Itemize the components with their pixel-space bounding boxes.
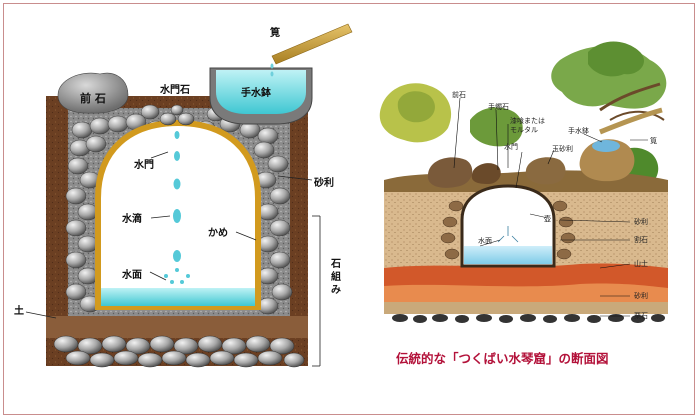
leader-lines-right: [453, 97, 648, 317]
label-tsuchi: 土: [14, 306, 24, 317]
label-suimonseki: 水門石: [160, 85, 190, 96]
label-suiteki: 水滴: [122, 214, 142, 225]
label-chozubachi-right: 手水鉢: [568, 127, 589, 135]
diagram-caption: 伝統的な「つくばい水琴窟」の断面図: [396, 351, 609, 366]
top-stones: [427, 139, 635, 188]
label-chozubachi-left: 手水鉢: [241, 88, 271, 99]
label-jari-right: 砂利: [634, 218, 648, 226]
label-maeishi-left: 前 石: [80, 92, 106, 105]
label-tsubo: 壺: [544, 215, 551, 223]
earth-layer: [46, 316, 308, 338]
label-kakei-right: 筧: [650, 137, 657, 145]
leader-lines-left: [25, 151, 321, 367]
label-suimen-left: 水面: [122, 270, 142, 281]
split-stones: [440, 200, 576, 260]
label-suimon-right: 水門: [504, 143, 518, 151]
foundation-rocks: [392, 314, 665, 323]
basin-water: [216, 70, 306, 114]
label-suimon-left: 水門: [134, 160, 154, 171]
front-stone: [57, 72, 129, 114]
water-drops: [164, 131, 190, 284]
label-jari2: 砂利: [634, 292, 648, 300]
image-frame: [3, 3, 695, 415]
label-maeishi-right: 前石: [452, 91, 466, 99]
label-tamajari: 玉砂利: [552, 145, 573, 153]
label-kame: かめ: [208, 228, 228, 239]
label-kuriishi: 栗石: [634, 312, 648, 320]
foundation-stones: [53, 335, 305, 368]
clay-layer: [384, 263, 668, 288]
label-mortar: モルタル: [510, 126, 538, 134]
water-surface: [101, 288, 255, 306]
label-wariishi: 割石: [634, 236, 648, 244]
label-jari-left: 砂利: [314, 178, 334, 189]
gravel-layer-bottom: [384, 302, 668, 314]
label-shikkui: 漆喰または: [510, 117, 545, 125]
bamboo-pipe-right: [599, 107, 663, 135]
tree-foliage: [379, 41, 667, 189]
bamboo-pipe: [271, 23, 353, 65]
label-kakei-left: 筧: [270, 28, 280, 39]
suimonseki-stones: [159, 104, 195, 126]
label-suimen-right: 水面: [478, 237, 492, 245]
label-ishigumi: 石組み: [331, 259, 341, 296]
pot-water: [464, 246, 552, 264]
label-yamatsuchi: 山土: [634, 260, 648, 268]
label-teshokuishi: 手燭石: [488, 103, 509, 111]
